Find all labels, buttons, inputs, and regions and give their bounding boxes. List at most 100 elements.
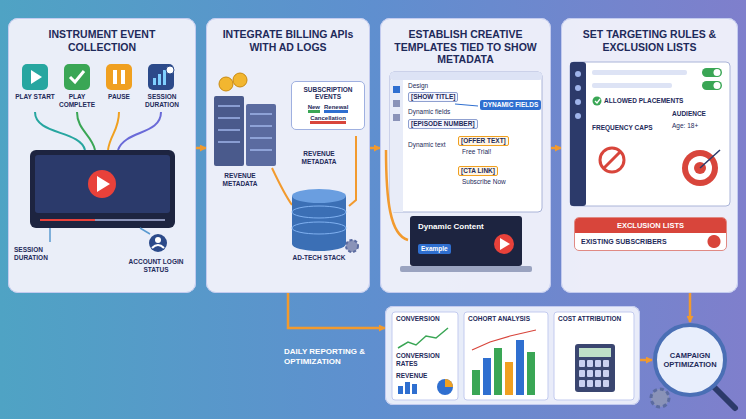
calculator-keys: [587, 360, 593, 367]
label-text: [OFFER TEXT]: [458, 136, 509, 146]
server-racks: [250, 149, 272, 151]
laptop: [500, 238, 510, 250]
flow-arrow: [370, 147, 380, 150]
server-racks: [214, 96, 276, 166]
report-cards: [494, 348, 502, 395]
report-cards: [516, 340, 524, 395]
node-heading: DAILY REPORTING & OPTIMIZATION: [284, 347, 380, 367]
editor-window: [390, 72, 542, 212]
video-player: [97, 176, 110, 192]
label-text: AD-TECH STACK: [282, 254, 356, 262]
targeting-ui: [592, 70, 687, 75]
calculator-keys: [603, 380, 609, 387]
label-text: ALLOWED PLACEMENTS: [604, 97, 683, 105]
database: [292, 196, 346, 244]
step-panel: ESTABLISH CREATIVE TEMPLATES TIED TO SHO…: [380, 18, 551, 293]
event-icons: [163, 70, 166, 85]
event-icons: [113, 70, 117, 84]
report-cards: [472, 330, 536, 350]
label-text: AUDIENCE: [672, 110, 706, 118]
calculator-keys: [603, 370, 609, 377]
video-player: [40, 219, 165, 221]
label-text: REVENUE METADATA: [288, 150, 350, 166]
video-player: [30, 150, 175, 228]
calculator-keys: [595, 370, 601, 377]
calculator-keys: [595, 380, 601, 387]
targeting-ui: [575, 85, 581, 91]
magnifier-handle: [715, 388, 735, 408]
editor-window: [393, 114, 400, 121]
node-heading: EXCLUSION LISTS: [575, 218, 726, 233]
event-wires: [118, 112, 161, 150]
event-icons: [64, 64, 90, 90]
video-player: [49, 228, 51, 242]
calculator-keys: [579, 360, 609, 387]
label-text: Age: 18+: [672, 122, 726, 130]
label-text: Dynamic fields: [408, 108, 450, 116]
label-text: SESSION DURATION: [14, 246, 74, 262]
exclusion-box: EXCLUSION LISTSEXISTING SUBSCRIBERS: [574, 217, 727, 251]
revenue-flow: [349, 136, 356, 206]
flow-arrow: [689, 293, 692, 322]
laptop: [494, 234, 514, 254]
node-heading: SUBSCRIPTION EVENTS: [297, 86, 359, 100]
event-wires: [77, 112, 95, 150]
panel-ground: [8, 18, 196, 293]
panel-ground: [8, 18, 738, 405]
coin-icons: [219, 77, 233, 91]
server-racks: [218, 141, 240, 143]
label-text: REVENUE METADATA: [210, 172, 270, 188]
calculator-keys: [579, 370, 585, 377]
targeting-ui: [575, 113, 581, 119]
video-player: [35, 155, 170, 213]
calculator-keys: [595, 360, 601, 367]
label-text: FREQUENCY CAPS: [592, 124, 654, 132]
targeting-ui: [595, 99, 600, 103]
coin-icons: [219, 73, 247, 91]
report-cards: [437, 379, 453, 395]
label-text: CONVERSION RATES: [396, 352, 454, 368]
event-box: SUBSCRIPTION EVENTSNewRenewalCancellatio…: [291, 81, 365, 130]
step-panel: SET TARGETING RULES & EXCLUSION LISTSEXC…: [561, 18, 738, 293]
editor-window: [455, 104, 478, 106]
laptop: [386, 150, 408, 240]
server-racks: [246, 104, 276, 166]
label-text: DYNAMIC FIELDS: [480, 100, 541, 110]
server-racks: [218, 117, 240, 119]
report-cards: [392, 312, 634, 400]
report-cards: [527, 352, 535, 395]
editor-window: [393, 100, 400, 107]
report-cards: [405, 382, 410, 394]
laptop: [400, 266, 532, 272]
targeting-ui: [600, 148, 624, 172]
label-text: ACCOUNT LOGIN STATUS: [118, 258, 194, 274]
node-heading: ESTABLISH CREATIVE TEMPLATES TIED TO SHO…: [389, 28, 542, 66]
server-racks: [218, 129, 240, 131]
event-wires: [35, 112, 161, 150]
node-text: EXISTING SUBSCRIBERS: [575, 233, 726, 250]
video-player: [88, 170, 116, 198]
account-icon: [149, 234, 167, 252]
label-text: Example: [418, 244, 451, 254]
server-racks: [250, 137, 272, 139]
editor-window: [393, 86, 400, 93]
targeting-ui: [570, 62, 586, 206]
server-racks: [250, 113, 272, 115]
database: [292, 222, 346, 234]
calculator-keys: [579, 380, 585, 387]
calculator-keys: [603, 360, 609, 367]
targeting-ui: [575, 71, 581, 77]
editor-window: [390, 80, 403, 212]
event-icons: [31, 70, 42, 84]
label-text: PLAY START: [14, 93, 56, 101]
database: [292, 206, 346, 218]
event-wires: [108, 112, 119, 150]
report-cards: [398, 386, 403, 394]
database: [292, 237, 346, 251]
label-text: COHORT ANALYSIS: [468, 315, 544, 323]
flow-arrow: [551, 147, 561, 150]
label-text: Dynamic Content: [418, 222, 484, 232]
panel-ground: [206, 18, 370, 293]
targeting-ui: [570, 62, 730, 206]
